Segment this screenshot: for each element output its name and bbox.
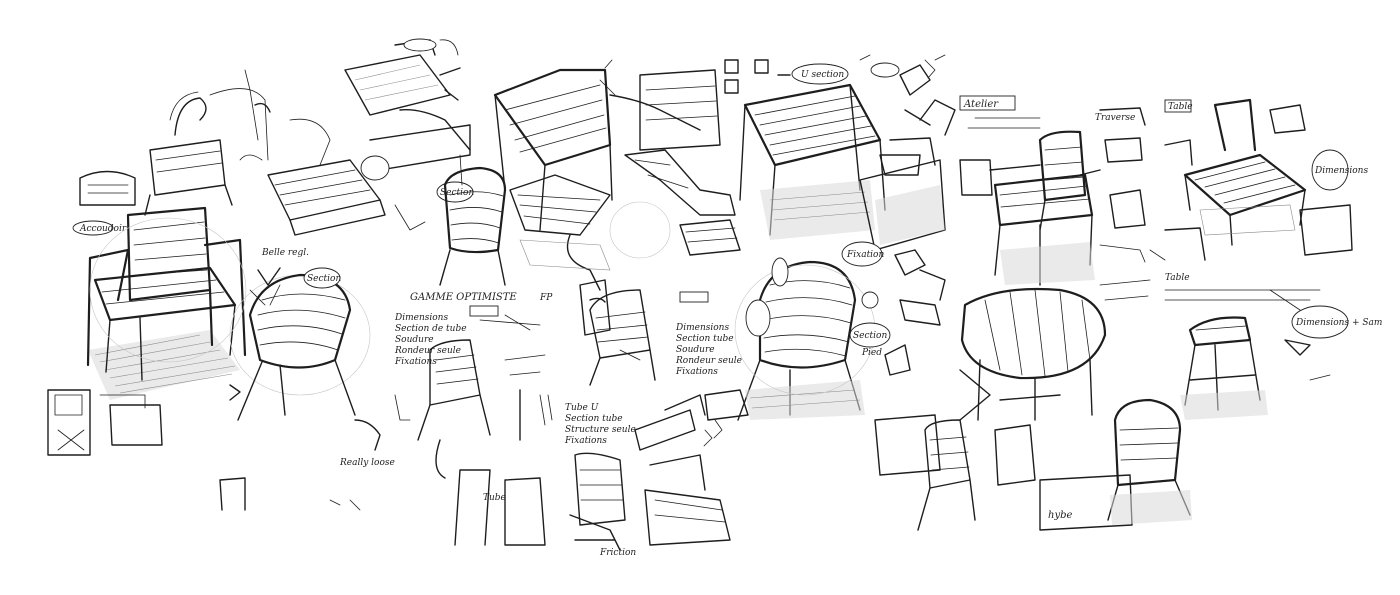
note-friction-a: Friction	[599, 548, 636, 558]
misc-marks	[329, 54, 1166, 511]
note-fixation: Fixation	[846, 250, 884, 260]
list-c-0: Tube U	[565, 403, 599, 413]
note-atelier: Atelier	[963, 99, 999, 110]
bottom-right-chairs: hybe	[917, 398, 1192, 531]
list-a-2: Soudure	[395, 335, 434, 345]
table-cluster: U section	[724, 54, 956, 251]
note-gamme-title: GAMME OPTIMISTE	[410, 292, 517, 303]
list-a-4: Fixations	[394, 357, 437, 367]
note-belle-regl: Belle regl.	[261, 248, 309, 258]
far-right-cluster: Table Dimensions Table Dimensions + Sam	[1164, 98, 1382, 420]
list-c-1: Section tube	[565, 414, 623, 424]
list-b-0: Dimensions	[675, 323, 729, 333]
big-shell-chair: Fixation Section Pied	[734, 241, 946, 421]
left-cluster: Accoudoir	[47, 69, 371, 511]
note-table: Table	[1168, 102, 1193, 112]
note-dimensions: Dimensions + Sam	[1295, 318, 1382, 328]
list-a-1: Section de tube	[395, 324, 467, 334]
notes-list-c: Tube U Section tube Structure seule Fixa…	[454, 394, 731, 558]
center-chair-sketch	[439, 166, 611, 336]
note-tube: Tube	[483, 493, 506, 503]
list-a-3: Rondeur seule	[394, 346, 461, 356]
note-accoudoir: Accoudoir	[79, 224, 127, 234]
list-c-2: Structure seule	[565, 425, 636, 435]
note-really-loose: Really loose	[339, 458, 395, 468]
note-section-a: Section	[440, 188, 474, 198]
note-traverse: Traverse	[1095, 113, 1135, 123]
note-gamme-ref: FP	[539, 293, 553, 303]
shell-chair-sketch: Section Really loose	[237, 267, 395, 468]
armchair-sketch	[86, 206, 247, 381]
note-u-section: U section	[801, 70, 844, 80]
oval-table-sketch	[874, 279, 1151, 476]
list-a-0: Dimensions	[394, 313, 448, 323]
list-b-3: Rondeur seule	[675, 356, 742, 366]
note-section-b: Section	[307, 274, 341, 284]
note-section-c: Section	[853, 331, 887, 341]
notes-list-b: Dimensions Section tube Soudure Rondeur …	[589, 289, 749, 421]
note-leg: Pied	[861, 348, 882, 358]
chaise-cluster	[493, 59, 741, 291]
atelier-cluster: Atelier Traverse	[959, 95, 1146, 286]
list-b-1: Section tube	[676, 334, 734, 344]
note-brand: hybe	[1048, 510, 1072, 521]
list-b-4: Fixations	[675, 367, 718, 377]
note-table-notes: Table	[1165, 273, 1190, 283]
list-b-2: Soudure	[676, 345, 715, 355]
note-dimensions-short: Dimensions	[1314, 166, 1368, 176]
plank-cluster: Section Belle regl.	[261, 38, 474, 258]
list-c-3: Fixations	[564, 436, 607, 446]
gamme-notes: GAMME OPTIMISTE FP Dimensions Section de…	[394, 292, 553, 479]
